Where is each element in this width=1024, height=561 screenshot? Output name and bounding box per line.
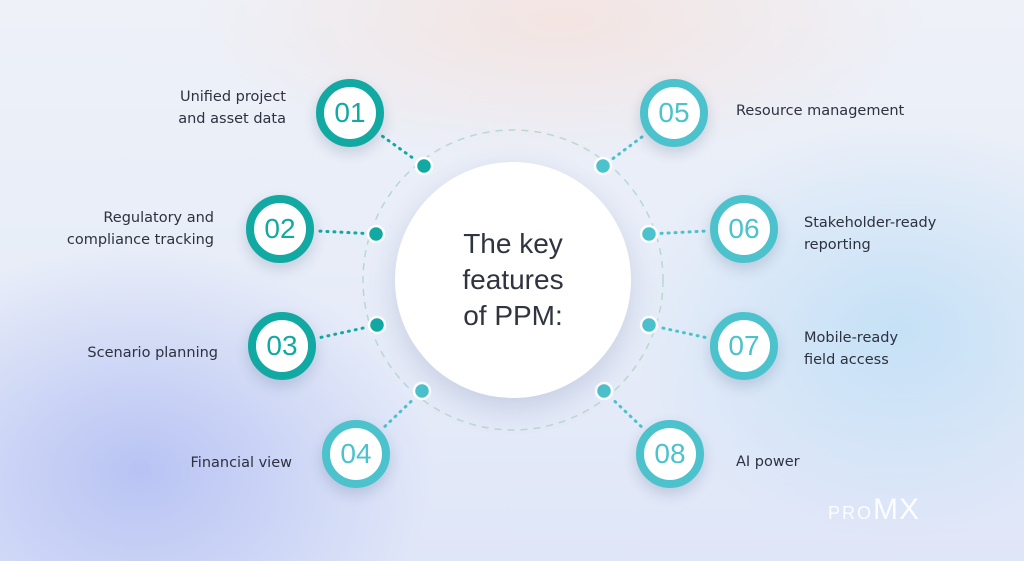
ring-dot-02 [366,224,386,244]
feature-badge-01: 01 [316,79,384,147]
connector-05 [610,135,644,161]
feature-label-01: Unified project and asset data [178,89,286,127]
feature-number: 04 [340,438,372,469]
feature-badge-06: 06 [710,195,778,263]
feature-label-03: Scenario planning [87,345,218,361]
promx-logo: PROMX [828,493,920,527]
connector-01 [381,134,417,162]
feature-number: 01 [334,97,366,128]
ring-dot-group [366,156,659,401]
feature-number: 05 [658,97,690,128]
feature-label-05: Resource management [736,103,905,119]
feature-badge-02: 02 [246,195,314,263]
connector-08 [610,397,643,428]
feature-badge-04: 04 [322,420,390,488]
orbit-ring [362,129,664,431]
ring-dot-06 [639,224,659,244]
feature-badge-07: 07 [710,312,778,380]
ring-dot-08 [594,381,614,401]
ring-dot-05 [593,156,613,176]
feature-number: 03 [266,330,298,361]
connector-04 [383,397,416,428]
ring-dot-03 [367,315,387,335]
feature-number: 06 [728,213,760,244]
logo-text-large: MX [873,493,921,526]
connector-group [318,134,707,428]
connector-02 [318,229,367,235]
center-circle: The key features of PPM: [395,162,631,398]
feature-label-07: Mobile-ready field access [804,330,899,368]
connector-07 [658,325,707,339]
feature-badge-08: 08 [636,420,704,488]
ring-dot-07 [639,315,659,335]
feature-badge-03: 03 [248,312,316,380]
ring-dot-01 [414,156,434,176]
ring-dot-04 [412,381,432,401]
feature-number: 07 [728,330,760,361]
feature-label-04: Financial view [190,455,293,471]
logo-text-small: PRO [828,503,874,523]
feature-label-08: AI power [736,454,800,470]
feature-number: 02 [264,213,296,244]
feature-label-02: Regulatory and compliance tracking [66,210,214,248]
center-title: The key features of PPM: [462,228,564,331]
feature-number: 08 [654,438,686,469]
connector-03 [319,325,368,339]
connector-06 [658,229,706,235]
feature-label-06: Stakeholder-ready reporting [804,215,937,253]
feature-badge-05: 05 [640,79,708,147]
